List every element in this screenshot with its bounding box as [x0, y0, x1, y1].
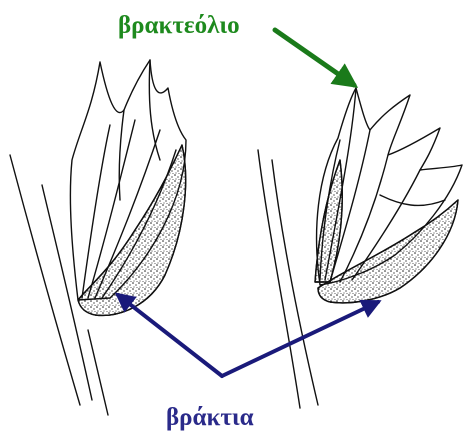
right-stem: [258, 150, 300, 408]
left-spikelet: [10, 60, 186, 415]
bracts-label: βράκτια: [166, 405, 254, 430]
left-stem: [88, 330, 108, 415]
bracts-arrows: [118, 295, 378, 376]
bracts-arrow-left: [118, 295, 222, 376]
bracteole-arrow: [275, 30, 354, 85]
bracts-arrow-right: [222, 302, 378, 376]
left-stem: [10, 155, 80, 405]
right-spikelet: [258, 88, 462, 408]
bracteole-label: βρακτεόλιο: [118, 13, 240, 38]
